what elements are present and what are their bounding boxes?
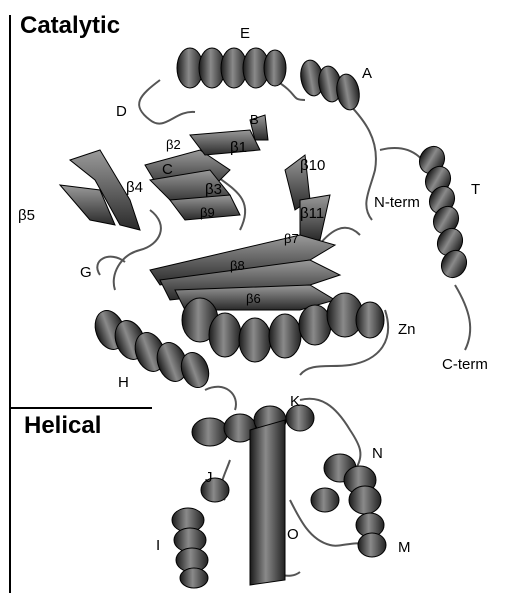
- label-beta8: β8: [230, 259, 245, 272]
- label-a: A: [362, 66, 372, 81]
- label-beta6: β6: [246, 292, 261, 305]
- label-i: I: [156, 538, 160, 553]
- label-beta10: β10: [300, 158, 325, 173]
- label-m: M: [398, 540, 411, 555]
- label-beta5: β5: [18, 208, 35, 223]
- label-beta9: β9: [200, 206, 215, 219]
- helix-t: [415, 142, 472, 282]
- label-c: C: [162, 162, 173, 177]
- helix-a: [298, 58, 362, 111]
- beta-sheets-upper: [60, 115, 330, 240]
- label-beta3: β3: [205, 182, 222, 197]
- label-h: H: [118, 375, 129, 390]
- label-zn: Zn: [398, 322, 416, 337]
- catalytic-domain-label: Catalytic: [20, 14, 120, 38]
- label-d: D: [116, 104, 127, 119]
- label-beta2: β2: [166, 138, 181, 151]
- helical-domain-label: Helical: [24, 414, 101, 438]
- label-o: O: [287, 527, 299, 542]
- label-beta1: β1: [230, 140, 247, 155]
- beta-sheet-central: [150, 235, 340, 310]
- label-t: T: [471, 182, 480, 197]
- label-e: E: [240, 26, 250, 41]
- label-nterm: N-term: [374, 195, 420, 210]
- label-b: B: [250, 113, 259, 126]
- label-beta4: β4: [126, 180, 143, 195]
- label-k: K: [290, 394, 300, 409]
- label-beta11: β11: [300, 206, 324, 221]
- label-j: J: [205, 470, 213, 485]
- helical-domain-helices: [172, 405, 386, 588]
- label-n: N: [372, 446, 383, 461]
- helix-e: [177, 48, 286, 88]
- label-g: G: [80, 265, 92, 280]
- label-beta7: β7: [284, 232, 299, 245]
- label-cterm: C-term: [442, 357, 488, 372]
